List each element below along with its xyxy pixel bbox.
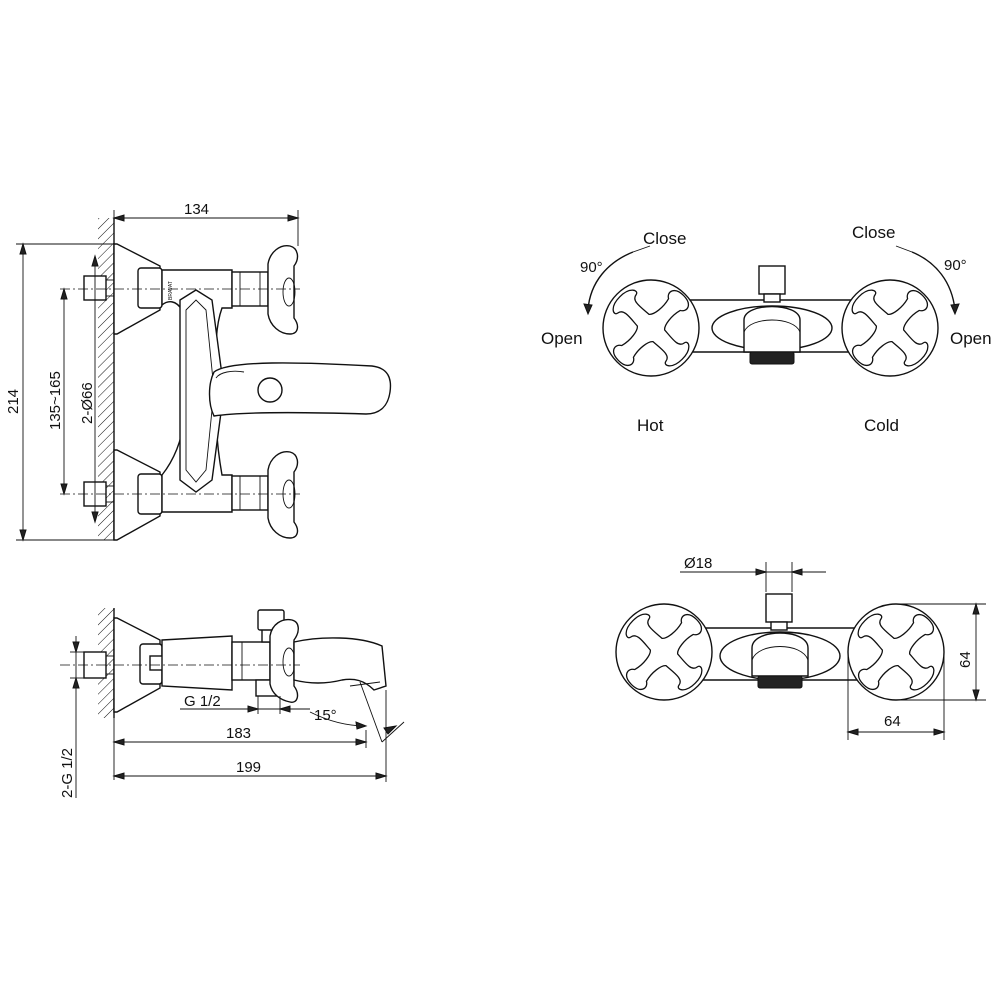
diverter-knob xyxy=(257,377,283,403)
arrow-rotate-cold xyxy=(911,251,956,311)
label-90-left: 90° xyxy=(580,259,603,276)
dim-2-g-half: 2-G 1/2 xyxy=(59,748,76,798)
aerator xyxy=(749,351,795,365)
dim-134: 134 xyxy=(184,201,209,218)
spout-outlet xyxy=(743,305,801,353)
front-view-dimensions: Ø18 64 64 xyxy=(599,555,986,740)
diverter xyxy=(758,265,786,295)
dim-135-165: 135~165 xyxy=(47,371,64,430)
top-view: G 1/2 15° 183 199 2-G 1/2 xyxy=(59,608,405,798)
body-top-view xyxy=(161,635,233,691)
dim-199: 199 xyxy=(236,759,261,776)
label-cold: Cold xyxy=(864,416,899,435)
label-open-left: Open xyxy=(541,329,583,348)
dim-214: 214 xyxy=(5,389,22,414)
label-90-right: 90° xyxy=(944,257,967,274)
dim-flange-66: 2-Ø66 xyxy=(79,382,96,424)
arrow-rotate-hot xyxy=(587,251,634,311)
dim-dia-18: Ø18 xyxy=(684,555,712,572)
body-diamond xyxy=(179,289,225,493)
dim-64-horizontal: 64 xyxy=(884,713,901,730)
front-view-operation: Close Close 90° 90° Open Open Hot Cold xyxy=(541,223,992,435)
spout-top-view xyxy=(293,637,387,691)
dim-183: 183 xyxy=(226,725,251,742)
label-open-right: Open xyxy=(950,329,992,348)
spout xyxy=(208,362,392,417)
brand-label: BRAVAT xyxy=(168,281,174,300)
label-hot: Hot xyxy=(637,416,664,435)
dim-64-vertical: 64 xyxy=(957,651,974,668)
label-close-right: Close xyxy=(852,223,895,242)
label-close-left: Close xyxy=(643,229,686,248)
dim-15-deg: 15° xyxy=(314,707,337,724)
side-view: BRAVAT 134 214 xyxy=(5,201,392,542)
dim-g-half: G 1/2 xyxy=(184,693,221,710)
